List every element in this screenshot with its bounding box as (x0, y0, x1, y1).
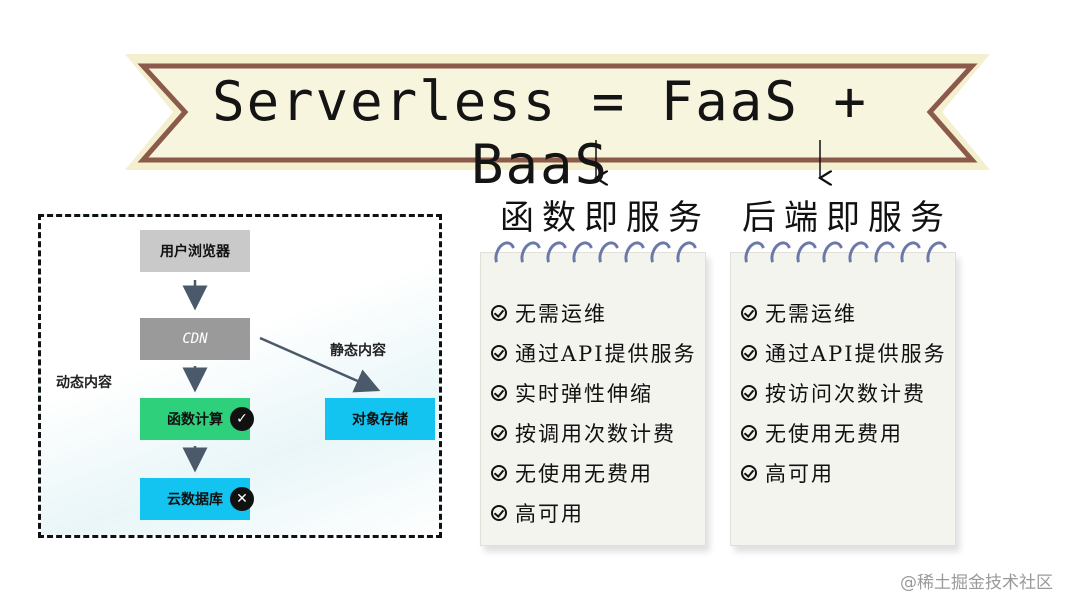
check-circle-icon (741, 465, 757, 481)
check-circle-icon (491, 345, 507, 361)
check-circle-icon (491, 505, 507, 521)
check-circle-icon (491, 425, 507, 441)
check-circle-icon (741, 345, 757, 361)
banner-title: Serverless = FaaS + BaaS (212, 70, 868, 196)
list-item: 通过API提供服务 (741, 333, 947, 373)
faas-heading: 函数即服务 (500, 198, 710, 238)
arrow-cdn-to-storage (259, 336, 381, 393)
list-item: 按调用次数计费 (491, 413, 697, 453)
close-icon: ✕ (230, 487, 254, 511)
dynamic-content-label: 动态内容 (56, 375, 112, 391)
list-item: 高可用 (491, 493, 697, 533)
list-item: 无需运维 (741, 293, 947, 333)
node-object-storage: 对象存储 (325, 398, 435, 440)
node-label: 云数据库 (167, 492, 223, 508)
check-circle-icon (741, 305, 757, 321)
baas-heading: 后端即服务 (742, 198, 952, 238)
list-item: 实时弹性伸缩 (491, 373, 697, 413)
faas-notepad: 无需运维 通过API提供服务 实时弹性伸缩 按调用次数计费 无使用无费用 高可用 (480, 238, 706, 546)
node-function-compute: 函数计算 (140, 398, 250, 440)
node-user-browser: 用户浏览器 (140, 230, 250, 272)
node-label: 函数计算 (167, 412, 223, 428)
watermark: @稀土掘金技术社区 (900, 573, 1053, 593)
check-icon: ✓ (230, 407, 254, 431)
list-item: 无需运维 (491, 293, 697, 333)
static-content-label: 静态内容 (330, 343, 386, 359)
check-circle-icon (491, 465, 507, 481)
list-item: 按访问次数计费 (741, 373, 947, 413)
banner-ribbon-border (137, 63, 978, 163)
check-circle-icon (491, 305, 507, 321)
baas-notepad: 无需运维 通过API提供服务 按访问次数计费 无使用无费用 高可用 (730, 238, 956, 546)
banner (125, 54, 990, 200)
baas-feature-list: 无需运维 通过API提供服务 按访问次数计费 无使用无费用 高可用 (741, 293, 947, 493)
list-item: 高可用 (741, 453, 947, 493)
check-circle-icon (491, 385, 507, 401)
check-circle-icon (741, 385, 757, 401)
list-item: 通过API提供服务 (491, 333, 697, 373)
node-cdn: CDN (140, 318, 250, 360)
list-item: 无使用无费用 (741, 413, 947, 453)
faas-feature-list: 无需运维 通过API提供服务 实时弹性伸缩 按调用次数计费 无使用无费用 高可用 (491, 293, 697, 533)
list-item: 无使用无费用 (491, 453, 697, 493)
check-circle-icon (741, 425, 757, 441)
